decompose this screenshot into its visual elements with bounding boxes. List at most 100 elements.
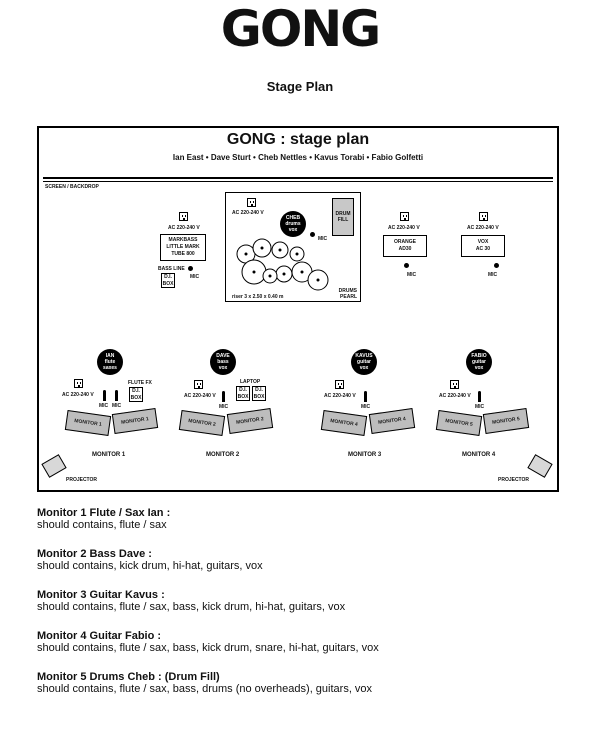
amp-label: TUBE 800 (171, 251, 195, 257)
monitor-label: MONITOR 4 (462, 452, 496, 458)
monitor-notes: Monitor 1 Flute / Sax Ian : should conta… (37, 507, 577, 695)
stage-plan-frame (37, 126, 559, 492)
mic-label: MIC (112, 403, 122, 409)
note-body: should contains, flute / sax, bass, kick… (37, 642, 379, 654)
mic-icon (188, 266, 193, 271)
musician-name: FABIO (471, 353, 487, 359)
musician-kavus: KAVUS guitar vox (351, 349, 377, 375)
di-box: D.I. BOX (161, 273, 175, 288)
drums-brand: PEARL (340, 294, 357, 300)
drum-fill-label: FILL (337, 217, 349, 223)
musician-name: CHEB (285, 215, 301, 221)
drums-brand: DRUMS (338, 288, 357, 294)
musician-ian: IAN flute saxes (97, 349, 123, 375)
amp-label: ORANGE (394, 239, 416, 245)
note-item: Monitor 5 Drums Cheb : (Drum Fill) shoul… (37, 671, 577, 695)
di-label: BOX (130, 394, 142, 401)
band-members: Ian East • Dave Sturt • Cheb Nettles • K… (172, 153, 424, 162)
note-item: Monitor 4 Guitar Fabio : should contains… (37, 630, 577, 654)
power-outlet-icon (194, 380, 203, 389)
power-label: AC 220-240 V (168, 225, 200, 231)
power-outlet-icon (74, 379, 83, 388)
note-heading: Monitor 4 Guitar Fabio : (37, 630, 162, 642)
musician-role: bass (217, 359, 229, 365)
amp-label: MARKBASS (168, 237, 198, 243)
musician-cheb: CHEB drums vox (280, 211, 306, 237)
note-heading: Monitor 5 Drums Cheb : (Drum Fill) (37, 671, 220, 683)
mic-icon (310, 232, 315, 237)
page-subtitle: Stage Plan (266, 79, 334, 94)
drum-fill-monitor: DRUM FILL (332, 198, 354, 236)
power-label: AC 220-240 V (439, 393, 471, 399)
bass-line-label: BASS LINE (158, 266, 185, 272)
vox-amp: VOX AC 30 (461, 235, 505, 257)
di-box: D.I. BOX (236, 386, 250, 401)
power-label: AC 220-240 V (324, 393, 356, 399)
laptop-label: LAPTOP (240, 379, 261, 385)
musician-role: vox (288, 227, 298, 233)
power-outlet-icon (479, 212, 488, 221)
note-heading: Monitor 3 Guitar Kavus : (37, 589, 165, 601)
power-label: AC 220-240 V (62, 392, 94, 398)
di-label: D.I. (164, 273, 172, 280)
di-label: BOX (237, 393, 249, 400)
di-label: BOX (162, 280, 174, 287)
mic-icon (222, 391, 225, 402)
note-item: Monitor 1 Flute / Sax Ian : should conta… (37, 507, 577, 531)
musician-role: guitar (472, 359, 486, 365)
mic-label: MIC (190, 274, 200, 280)
mic-label: MIC (488, 272, 498, 278)
note-heading: Monitor 2 Bass Dave : (37, 548, 152, 560)
di-label: D.I. (132, 387, 140, 394)
amp-label: LITTLE MARK (166, 244, 200, 250)
drum-fill-label: DRUM (335, 211, 351, 217)
note-item: Monitor 2 Bass Dave : should contains, k… (37, 548, 577, 572)
note-body: should contains, kick drum, hi-hat, guit… (37, 560, 263, 572)
mic-label: MIC (407, 272, 417, 278)
riser-size: riser 3 x 2.50 x 0.40 m (232, 294, 284, 300)
note-body: should contains, flute / sax, bass, kick… (37, 601, 346, 613)
amp-label: AC 30 (475, 246, 491, 252)
amp-label: VOX (477, 239, 489, 245)
mic-label: MIC (219, 404, 229, 410)
note-body: should contains, flute / sax, bass, drum… (37, 683, 373, 695)
bass-amp: MARKBASS LITTLE MARK TUBE 800 (160, 234, 206, 261)
screen-line (43, 181, 553, 182)
power-label: AC 220-240 V (232, 210, 264, 216)
mic-label: MIC (361, 404, 371, 410)
screen-label: SCREEN / BACKDROP (45, 184, 99, 190)
musician-name: IAN (105, 353, 115, 359)
orange-amp: ORANGE AD30 (383, 235, 427, 257)
di-box: D.I. BOX (252, 386, 266, 401)
monitor-label: MONITOR 2 (206, 452, 240, 458)
musician-fabio: FABIO guitar vox (466, 349, 492, 375)
amp-label: AD30 (398, 246, 412, 252)
power-outlet-icon (335, 380, 344, 389)
mic-icon (494, 263, 499, 268)
drum-kit-icon (236, 238, 329, 291)
note-body: should contains, flute / sax (37, 519, 167, 531)
musician-dave: DAVE bass vox (210, 349, 236, 375)
musician-role: flute (104, 359, 116, 365)
di-box: D.I. BOX (129, 387, 143, 402)
mic-icon (115, 390, 118, 401)
mic-label: MIC (99, 403, 109, 409)
mic-icon (364, 391, 367, 402)
mic-icon (404, 263, 409, 268)
screen-line (43, 177, 553, 179)
monitor-label: MONITOR 1 (92, 452, 126, 458)
musician-name: KAVUS (355, 353, 373, 359)
note-item: Monitor 3 Guitar Kavus : should contains… (37, 589, 577, 613)
musician-role: drums (285, 221, 301, 227)
power-label: AC 220-240 V (467, 225, 499, 231)
projector-label: PROJECTOR (498, 477, 530, 483)
power-outlet-icon (400, 212, 409, 221)
mic-label: MIC (475, 404, 485, 410)
musician-role: saxes (103, 365, 117, 371)
flute-fx-label: FLUTE FX (128, 380, 152, 386)
projector-label: PROJECTOR (66, 477, 98, 483)
mic-label: MIC (318, 236, 328, 242)
power-outlet-icon (247, 198, 256, 207)
musician-role: vox (474, 365, 484, 371)
mic-icon (478, 391, 481, 402)
